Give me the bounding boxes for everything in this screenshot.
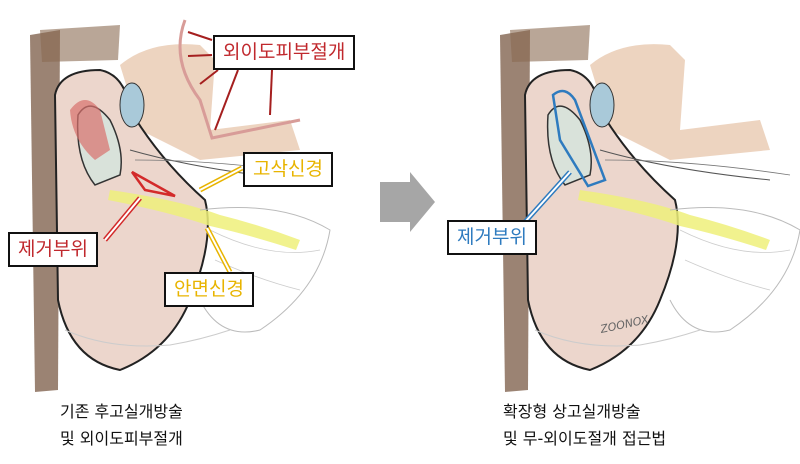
caption-right: 확장형 상고실개방술 및 무-외이도절개 접근법: [503, 398, 666, 452]
right-anatomy: [499, 24, 800, 393]
label-chorda-tympani: 고삭신경: [243, 152, 333, 187]
label-removal-site-left: 제거부위: [8, 232, 98, 267]
incision-arrows: [187, 31, 273, 131]
left-removal-triangle: [130, 170, 176, 198]
left-red-epitympanum: [70, 100, 110, 160]
label-facial-nerve: 안면신경: [164, 272, 254, 307]
caption-left: 기존 후고실개방술 및 외이도피부절개: [60, 398, 183, 452]
label-removal-site-right: 제거부위: [447, 220, 537, 255]
right-removal-outline: [551, 89, 607, 188]
transition-arrow: [380, 172, 435, 232]
left-anatomy: [29, 24, 331, 393]
incision-line: [178, 19, 301, 140]
caption-right-line1: 확장형 상고실개방술: [503, 402, 641, 421]
caption-left-line2: 및 외이도피부절개: [60, 429, 183, 448]
label-ear-canal-incision: 외이도피부절개: [213, 35, 356, 70]
caption-right-line2: 및 무-외이도절개 접근법: [503, 429, 667, 448]
caption-left-line1: 기존 후고실개방술: [60, 402, 183, 421]
